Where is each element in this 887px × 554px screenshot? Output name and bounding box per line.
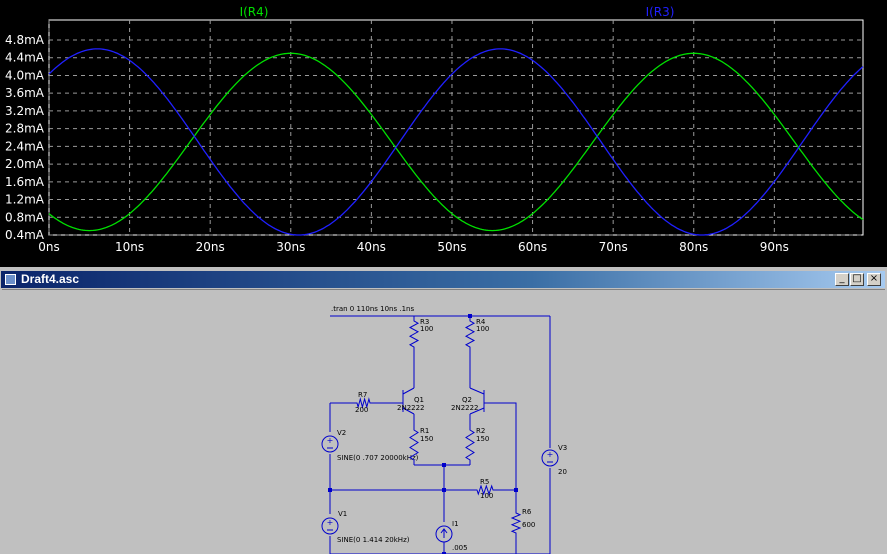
q2-emitter-lead xyxy=(469,407,485,415)
r1-label: R1 xyxy=(420,427,429,435)
r7-resistor xyxy=(352,397,375,409)
x-tick-label: 40ns xyxy=(357,240,386,254)
plot-frame xyxy=(48,19,864,236)
r6-label: R6 xyxy=(522,508,532,516)
v2-source-plus: + xyxy=(327,436,334,445)
r5-label: R5 xyxy=(480,478,489,486)
minimize-button[interactable]: _ xyxy=(835,273,849,286)
y-tick-label: 0.4mA xyxy=(5,228,45,242)
y-tick-label: 4.4mA xyxy=(5,51,45,65)
x-tick-label: 80ns xyxy=(679,240,708,254)
y-tick-label: 1.6mA xyxy=(5,175,45,189)
circuit-schematic[interactable]: .tran 0 110ns 10ns .1nsR3100R4100+V320Q1… xyxy=(2,290,885,554)
v2-source xyxy=(321,435,339,453)
schematic-window[interactable]: Draft4.asc _ □ × .tran 0 110ns 10ns .1ns… xyxy=(0,269,887,554)
y-tick-label: 4.0mA xyxy=(5,68,45,82)
r2-value: 150 xyxy=(476,435,489,443)
v2-value: SINE(0 .707 20000kHz) xyxy=(337,454,419,462)
r1-value: 150 xyxy=(420,435,433,443)
i1-arrow-head xyxy=(440,528,448,534)
v1-label: V1 xyxy=(338,510,347,518)
trace-ir3 xyxy=(48,48,864,236)
x-tick-label: 60ns xyxy=(518,240,547,254)
maximize-button[interactable]: □ xyxy=(850,273,864,286)
r6-resistor xyxy=(510,508,522,538)
y-tick-label: 4.8mA xyxy=(5,33,45,47)
i1-value: .005 xyxy=(452,544,468,552)
trace-label: I(R4) xyxy=(240,5,269,19)
r2-resistor xyxy=(465,425,475,465)
waveform-plot-pane[interactable]: 0.4mA 0.8mA 1.2mA 1.6mA 2.0mA 2.4mA 2.8mA 3.2mA… xyxy=(0,0,887,267)
r5-resistor xyxy=(472,484,498,496)
r7-label: R7 xyxy=(358,391,367,399)
r3-resistor xyxy=(408,316,420,352)
r7-value: 200 xyxy=(355,406,368,414)
trace-ir4 xyxy=(48,52,864,232)
v3-source-plus: + xyxy=(547,450,554,459)
x-tick-label: 90ns xyxy=(760,240,789,254)
y-tick-label: 2.8mA xyxy=(5,122,45,136)
y-tick-label: 2.0mA xyxy=(5,157,45,171)
q1-label: Q1 xyxy=(414,396,424,404)
schematic-file-icon xyxy=(5,274,16,285)
x-tick-label: 70ns xyxy=(599,240,628,254)
q2-value: 2N2222 xyxy=(451,404,479,412)
r4-label: R4 xyxy=(476,318,486,326)
junction-dot xyxy=(442,488,446,492)
q1-value: 2N2222 xyxy=(397,404,425,412)
q2-label: Q2 xyxy=(462,396,472,404)
r1-resistor xyxy=(409,425,419,465)
y-tick-label: 2.4mA xyxy=(5,139,45,153)
window-title: Draft4.asc xyxy=(21,272,80,286)
x-tick-label: 30ns xyxy=(276,240,305,254)
x-tick-label: 50ns xyxy=(437,240,466,254)
i1-label: I1 xyxy=(452,520,459,528)
trace-label: I(R3) xyxy=(646,5,675,19)
y-tick-label: 3.6mA xyxy=(5,86,45,100)
r4-value: 100 xyxy=(476,325,489,333)
y-tick-label: 0.8mA xyxy=(5,210,45,224)
y-tick-label: 3.2mA xyxy=(5,104,45,118)
x-tick-label: 0ns xyxy=(38,240,60,254)
spice-directive: .tran 0 110ns 10ns .1ns xyxy=(331,305,414,313)
r5-value: 100 xyxy=(480,492,493,500)
v2-label: V2 xyxy=(337,429,346,437)
r3-label: R3 xyxy=(420,318,429,326)
q2-base-wire xyxy=(484,402,517,490)
q1-emitter-lead xyxy=(402,407,415,415)
v1-value: SINE(0 1.414 20kHz) xyxy=(337,536,410,544)
q1-collector-lead xyxy=(402,387,415,395)
r2-label: R2 xyxy=(476,427,485,435)
waveform-chart[interactable]: 0.4mA 0.8mA 1.2mA 1.6mA 2.0mA 2.4mA 2.8mA 3.2mA… xyxy=(0,0,887,267)
r4-resistor xyxy=(464,316,476,352)
y-tick-label: 1.2mA xyxy=(5,193,45,207)
v1-source-plus: + xyxy=(327,518,334,527)
v3-source xyxy=(541,449,559,467)
v3-label: V3 xyxy=(558,444,567,452)
x-tick-label: 20ns xyxy=(196,240,225,254)
q2-collector-lead xyxy=(469,387,485,395)
v1-source xyxy=(321,517,339,535)
v3-value: 20 xyxy=(558,468,567,476)
window-titlebar[interactable]: Draft4.asc _ □ × xyxy=(1,271,885,288)
close-button[interactable]: × xyxy=(867,273,881,286)
r6-value: 600 xyxy=(522,521,535,529)
r3-value: 100 xyxy=(420,325,433,333)
x-tick-label: 10ns xyxy=(115,240,144,254)
